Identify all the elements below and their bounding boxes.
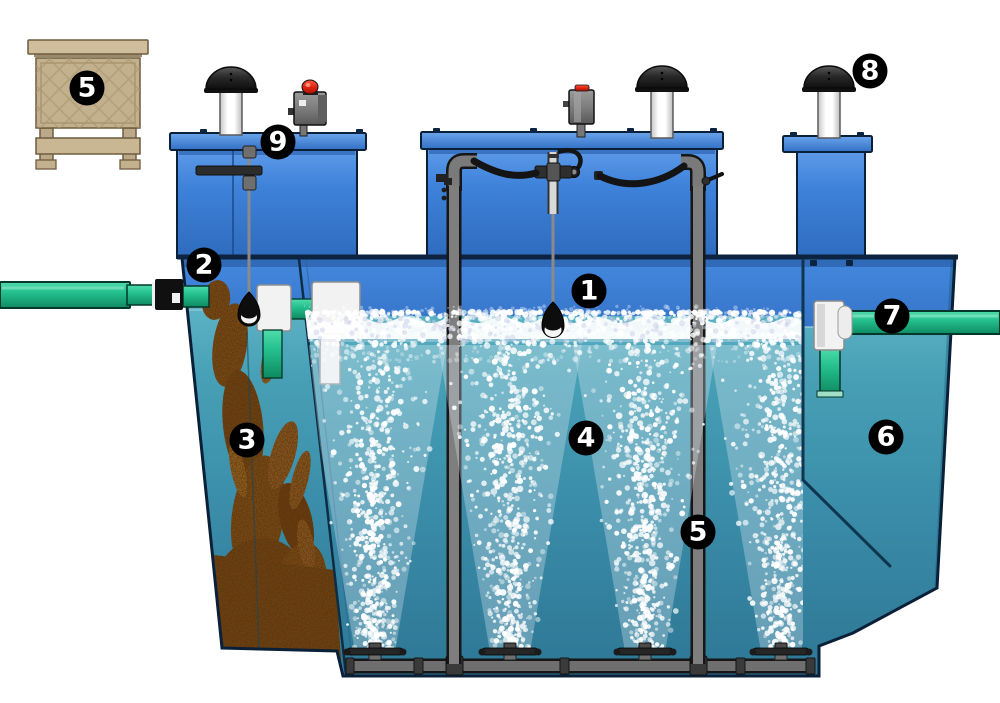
cabinet-lid [27, 39, 149, 55]
mushroom-cap-icon [205, 66, 257, 90]
air-drop-pipes [441, 153, 724, 664]
cabinet-foot [35, 159, 57, 170]
air-hose-left [470, 157, 540, 179]
air-diffuser [478, 642, 542, 661]
divider-trash-aeration [297, 258, 348, 676]
air-hose-right [596, 162, 688, 188]
vent-cap-center [635, 65, 689, 139]
riser-flange [169, 132, 367, 151]
float-switch-trash [195, 145, 263, 327]
vent-stem [817, 88, 841, 139]
clarifier-riser [782, 132, 873, 261]
aeration-access-riser [420, 128, 724, 259]
float-bracket [195, 165, 263, 176]
float-switch-aeration [534, 148, 583, 338]
trash-tank-riser [169, 129, 367, 259]
cabinet-lattice [36, 58, 140, 128]
air-diffuser [343, 642, 407, 661]
vent-cap-left [204, 66, 258, 136]
alarm-pole [299, 123, 308, 137]
outlet-drop-pipe [819, 347, 841, 395]
mushroom-cap-icon [803, 65, 855, 89]
valve-lever [706, 172, 724, 182]
air-diffusers [343, 642, 813, 661]
green-drop-pipe [262, 329, 283, 379]
aeration-bubbles [303, 333, 803, 653]
sensor-hose [557, 148, 583, 170]
air-manifold [345, 655, 816, 676]
vent-cap-right [802, 65, 856, 139]
tank-outline [180, 256, 957, 678]
valve-red-cap [574, 84, 590, 92]
inlet-pipe [0, 279, 210, 310]
cabinet-foot [119, 159, 141, 170]
air-valve-assembly [563, 84, 595, 138]
tank-body [0, 145, 1000, 678]
trash-tank-seam [246, 331, 260, 650]
air-diffuser [749, 642, 813, 661]
vent-stem [650, 88, 674, 139]
surface-foam-speckles [299, 304, 803, 364]
vent-stem [219, 89, 243, 136]
air-pump-cabinet [27, 39, 149, 170]
valve-body [568, 89, 595, 125]
alarm-beacon-icon [301, 79, 319, 95]
cabinet-frame [40, 62, 136, 124]
air-diffuser [613, 642, 677, 661]
riser-flange [420, 131, 724, 150]
cabinet-rail [35, 137, 141, 155]
mushroom-cap-icon [636, 65, 688, 89]
pvc-tee [256, 284, 292, 332]
alarm-panel [288, 79, 327, 137]
clarifier-cone [801, 478, 892, 568]
valve-pole [576, 122, 586, 138]
air-hoses [436, 157, 688, 188]
